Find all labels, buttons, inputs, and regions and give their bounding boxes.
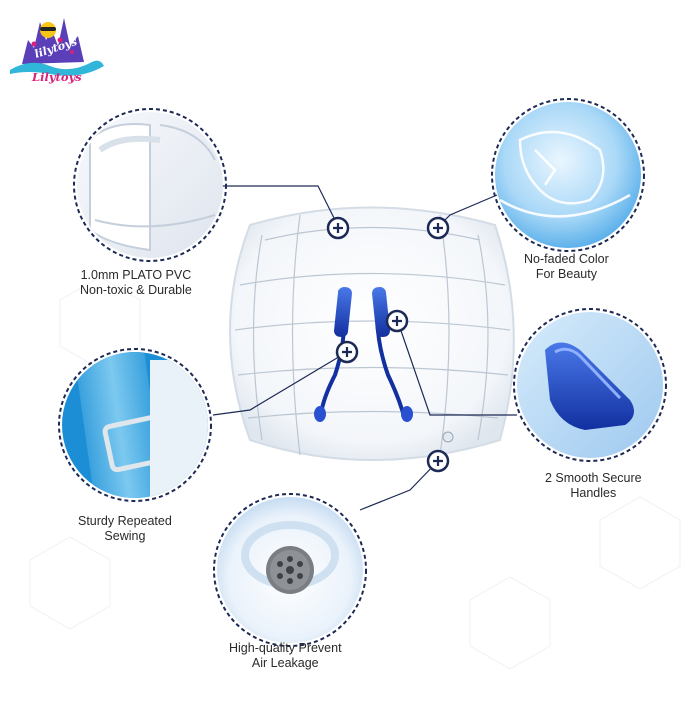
detail-circle-valve xyxy=(213,493,367,647)
detail-circle-sewing xyxy=(58,348,212,502)
feature-label-sewing: Sturdy Repeated Sewing xyxy=(78,514,172,543)
logo-wordmark: Lilytoys xyxy=(31,70,82,84)
detail-circle-color xyxy=(491,98,645,252)
detail-circle-pvc xyxy=(73,108,227,262)
bumper-ball-product xyxy=(229,206,515,461)
plus-icon xyxy=(385,309,409,333)
feature-label-valve: High-quality Prevent Air Leakage xyxy=(229,641,342,670)
feature-label-handles: 2 Smooth Secure Handles xyxy=(545,471,642,500)
background-hex-pattern xyxy=(29,276,681,670)
plus-icon xyxy=(335,340,359,364)
plus-icon xyxy=(426,216,450,240)
plus-icon xyxy=(426,449,450,473)
lilytoys-logo: lilytoys xyxy=(10,18,104,76)
feature-label-color: No-faded Color For Beauty xyxy=(524,252,609,281)
detail-circle-handles xyxy=(513,308,667,462)
plus-icon xyxy=(326,216,350,240)
feature-label-pvc: 1.0mm PLATO PVC Non-toxic & Durable xyxy=(80,268,192,297)
